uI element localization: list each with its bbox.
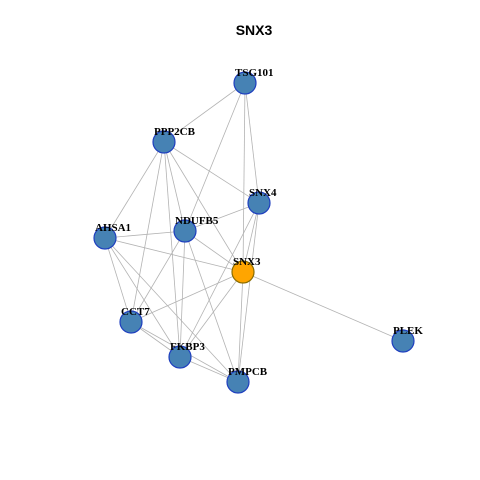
- node-circle[interactable]: [93, 226, 117, 250]
- edge-ahsa1-pmpcb: [104, 237, 239, 383]
- edge-ahsa1-cct7: [104, 237, 132, 323]
- edge-snx4-pmpcb: [237, 202, 260, 383]
- node-label: PLEK: [393, 325, 423, 337]
- edge-tsg101-ppp2cb: [163, 82, 246, 143]
- edge-snx4-snx3: [242, 202, 260, 273]
- node-label: TSG101: [235, 67, 274, 79]
- node-ahsa1[interactable]: AHSA1: [93, 222, 131, 250]
- node-circle[interactable]: [173, 219, 197, 243]
- node-tsg101[interactable]: TSG101: [233, 67, 274, 95]
- edge-ppp2cb-ndufb5: [163, 141, 186, 232]
- node-label: CCT7: [121, 306, 150, 318]
- node-label: PPP2CB: [154, 126, 196, 138]
- node-circle[interactable]: [391, 329, 415, 353]
- node-circle[interactable]: [152, 130, 176, 154]
- node-label: NDUFB5: [175, 215, 219, 227]
- edge-ppp2cb-ahsa1: [104, 141, 165, 239]
- edge-ppp2cb-snx4: [163, 141, 260, 204]
- node-pmpcb[interactable]: PMPCB: [226, 366, 268, 394]
- node-label: AHSA1: [95, 222, 131, 234]
- edge-ndufb5-snx3: [184, 230, 244, 273]
- node-circle[interactable]: [231, 260, 255, 284]
- edge-ppp2cb-snx3: [163, 141, 244, 273]
- edge-tsg101-snx3: [242, 82, 246, 273]
- node-ppp2cb[interactable]: PPP2CB: [152, 126, 196, 154]
- edge-snx4-fkbp3: [179, 202, 260, 358]
- edge-snx4-ndufb5: [184, 202, 260, 232]
- node-cct7[interactable]: CCT7: [119, 306, 150, 334]
- node-label: FKBP3: [170, 341, 205, 353]
- edge-ppp2cb-fkbp3: [163, 141, 181, 358]
- edge-snx3-pmpcb: [237, 271, 244, 383]
- edge-ndufb5-fkbp3: [179, 230, 186, 358]
- edge-ndufb5-cct7: [130, 230, 186, 323]
- edge-tsg101-snx4: [244, 82, 260, 204]
- edges-layer: [104, 82, 404, 383]
- node-ndufb5[interactable]: NDUFB5: [173, 215, 219, 243]
- node-snx3[interactable]: SNX3: [231, 256, 261, 284]
- node-fkbp3[interactable]: FKBP3: [168, 341, 205, 369]
- edge-ndufb5-pmpcb: [184, 230, 239, 383]
- edge-ahsa1-fkbp3: [104, 237, 181, 358]
- node-label: PMPCB: [228, 366, 268, 378]
- node-circle[interactable]: [226, 370, 250, 394]
- graph-title: SNX3: [236, 22, 273, 38]
- node-label: SNX3: [233, 256, 261, 268]
- node-circle[interactable]: [233, 71, 257, 95]
- edge-snx3-plek: [242, 271, 404, 342]
- node-plek[interactable]: PLEK: [391, 325, 423, 353]
- edge-ndufb5-ahsa1: [104, 230, 186, 239]
- node-circle[interactable]: [247, 191, 271, 215]
- node-circle[interactable]: [119, 310, 143, 334]
- edge-tsg101-ndufb5: [184, 82, 246, 232]
- node-label: SNX4: [249, 187, 277, 199]
- edge-ahsa1-snx3: [104, 237, 244, 273]
- edge-snx3-fkbp3: [179, 271, 244, 358]
- edge-snx3-cct7: [130, 271, 244, 323]
- edge-ppp2cb-cct7: [130, 141, 165, 323]
- node-snx4[interactable]: SNX4: [247, 187, 277, 215]
- node-circle[interactable]: [168, 345, 192, 369]
